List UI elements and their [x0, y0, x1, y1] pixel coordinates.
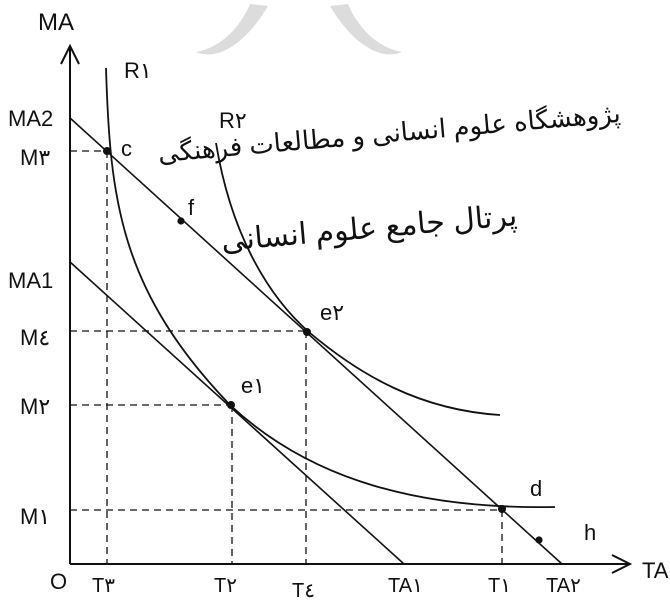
point-label-f: f	[188, 195, 195, 220]
y-axis-arrow	[60, 43, 80, 65]
point-h	[535, 536, 543, 544]
y-tick-m4: M٤	[20, 325, 50, 350]
y-tick-m1: M۱	[20, 504, 50, 529]
budget-lines	[69, 117, 563, 565]
x-tick-t3: T۳	[92, 575, 115, 597]
point-label-d: d	[530, 476, 542, 501]
x-tick-ta2: TA۲	[546, 575, 581, 597]
point-label-c: c	[121, 136, 132, 161]
point-label-e1: e۱	[241, 373, 265, 398]
point-e2	[303, 328, 311, 336]
point-e1	[227, 401, 235, 409]
point-label-e2: e۲	[320, 300, 344, 325]
point-label-h: h	[584, 520, 596, 545]
point-c	[103, 147, 111, 155]
point-f	[177, 217, 185, 225]
axes	[60, 43, 633, 574]
y-tick-m2: M۲	[20, 394, 50, 419]
x-tick-t4: T٤	[292, 580, 315, 602]
watermark-line2: پرتال جامع علوم انسانی	[220, 199, 519, 259]
y-tick-ma1: MA1	[8, 268, 53, 293]
y-tick-m3: M۳	[20, 145, 50, 170]
budget-line-2	[69, 117, 563, 565]
x-tick-t2: T۲	[214, 575, 237, 597]
curve-label-r1: R۱	[124, 58, 152, 83]
origin-label: O	[50, 569, 67, 594]
x-axis-label: TA	[642, 558, 669, 583]
curve-label-r2: R۲	[219, 108, 247, 133]
x-tick-ta1: TA۱	[388, 575, 423, 597]
x-tick-t1: T۱	[488, 575, 511, 597]
budget-line-1	[69, 261, 405, 565]
guide-lines	[70, 150, 503, 564]
points	[103, 147, 543, 544]
point-d	[498, 505, 506, 513]
watermark-logo	[196, 4, 402, 55]
x-axis-arrow	[611, 554, 633, 574]
y-axis-label: MA	[38, 9, 74, 36]
y-tick-ma2: MA2	[8, 106, 53, 131]
